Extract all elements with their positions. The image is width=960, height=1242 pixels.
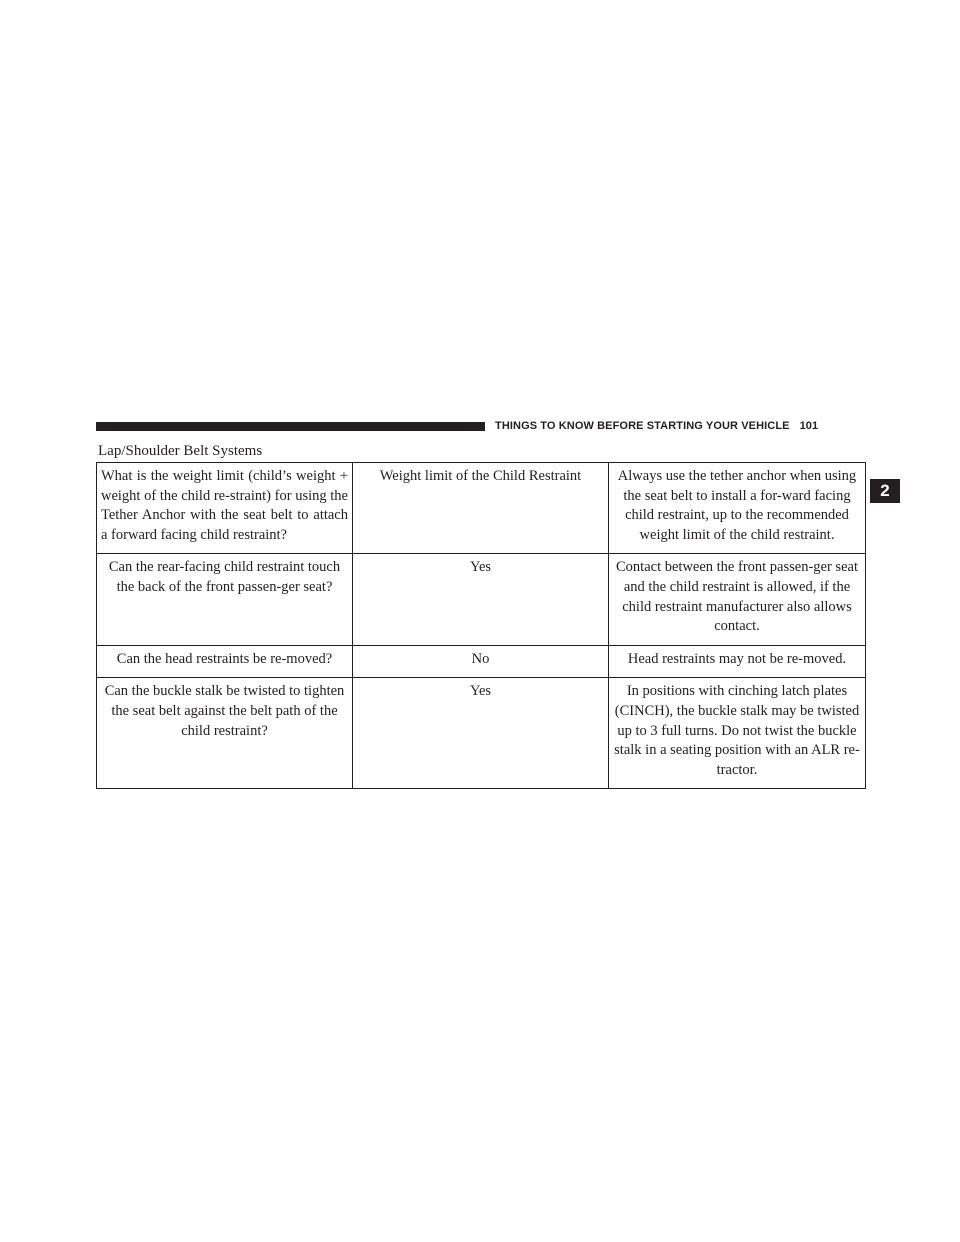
lap-shoulder-belt-table: What is the weight limit (child’s weight… — [96, 461, 866, 790]
table-row: Can the buckle stalk be twisted to tight… — [96, 677, 866, 790]
note-cell: In positions with cinching latch plates … — [608, 677, 866, 790]
answer-cell: Yes — [352, 553, 609, 646]
question-cell: Can the rear-facing child restraint touc… — [96, 553, 353, 646]
page-number: 101 — [799, 420, 819, 432]
answer-cell: Weight limit of the Child Restraint — [352, 461, 609, 555]
answer-cell: Yes — [352, 677, 609, 790]
note-cell: Head restraints may not be re-moved. — [608, 644, 866, 679]
note-cell: Contact between the front passen-ger sea… — [608, 553, 866, 646]
question-cell: What is the weight limit (child’s weight… — [96, 461, 353, 555]
question-cell: Can the buckle stalk be twisted to tight… — [96, 677, 353, 790]
table-row: Can the head restraints be re-moved? No … — [96, 644, 866, 679]
question-cell: Can the head restraints be re-moved? — [96, 644, 353, 679]
header-rule-bar — [96, 422, 485, 431]
running-header: THINGS TO KNOW BEFORE STARTING YOUR VEHI… — [495, 419, 865, 434]
header-title: THINGS TO KNOW BEFORE STARTING YOUR VEHI… — [495, 420, 790, 432]
table-row: Can the rear-facing child restraint touc… — [96, 553, 866, 646]
chapter-tab: 2 — [870, 479, 900, 503]
table-row: What is the weight limit (child’s weight… — [96, 461, 866, 555]
answer-cell: No — [352, 644, 609, 679]
note-cell: Always use the tether anchor when using … — [608, 461, 866, 555]
section-heading: Lap/Shoulder Belt Systems — [98, 443, 263, 459]
